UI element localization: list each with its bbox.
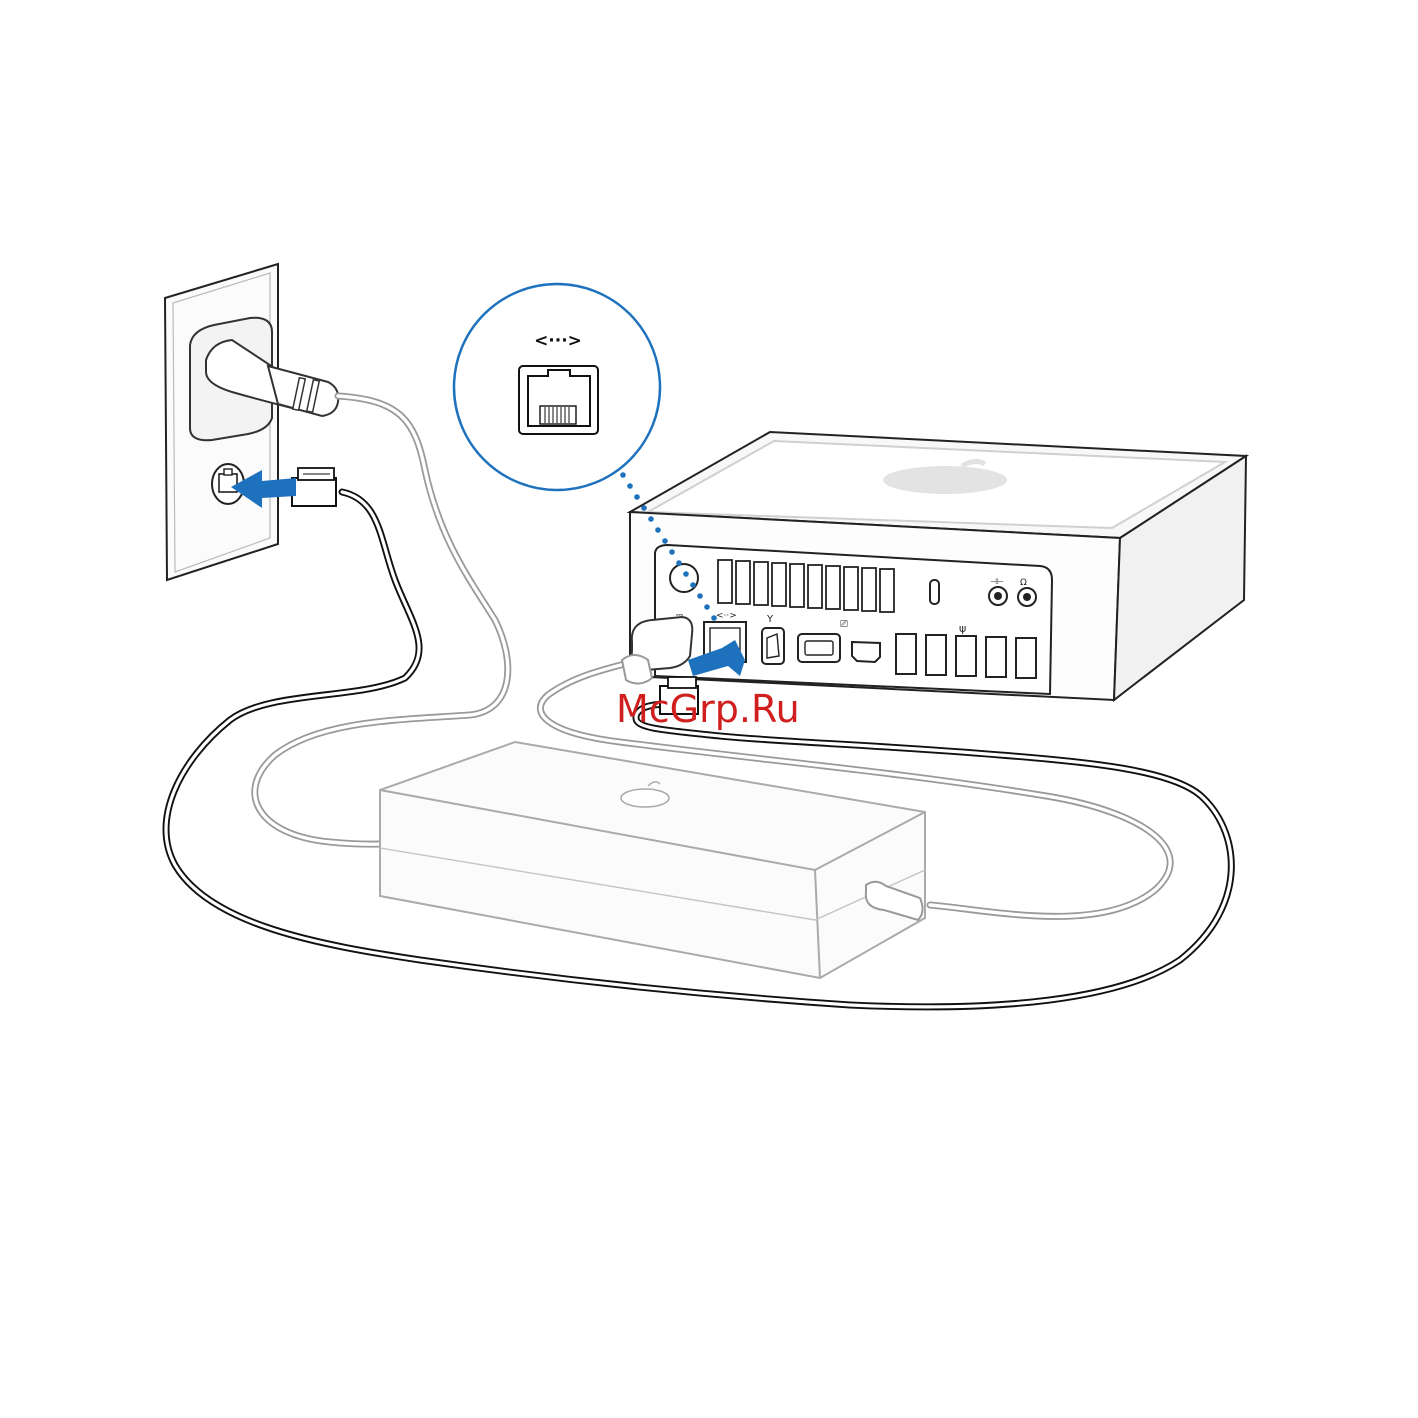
watermark-text: McGrp.Ru: [616, 687, 800, 731]
thunderbolt-port: [798, 634, 840, 662]
label-ethernet-port: <··>: [716, 611, 737, 621]
label-audio-in: ⊣⊢: [990, 577, 1004, 586]
power-adapter: [380, 742, 925, 978]
ethernet-plug-wall: [292, 468, 336, 506]
power-button: [670, 564, 698, 592]
hdmi-port: [852, 642, 880, 662]
label-headphones: Ω: [1020, 578, 1027, 588]
ethernet-port-callout: <···>: [454, 284, 660, 490]
callout-ethernet-jack-icon: [519, 366, 598, 434]
security-slot: [930, 580, 939, 604]
label-firewire-port: Y: [766, 614, 774, 625]
usb-ports: [896, 634, 1036, 678]
label-usb-ports: ψ: [959, 622, 966, 635]
label-thunderbolt-port: ⎚: [840, 619, 848, 630]
firewire-port: [762, 628, 784, 664]
callout-ethernet-symbol: <···>: [534, 331, 582, 351]
